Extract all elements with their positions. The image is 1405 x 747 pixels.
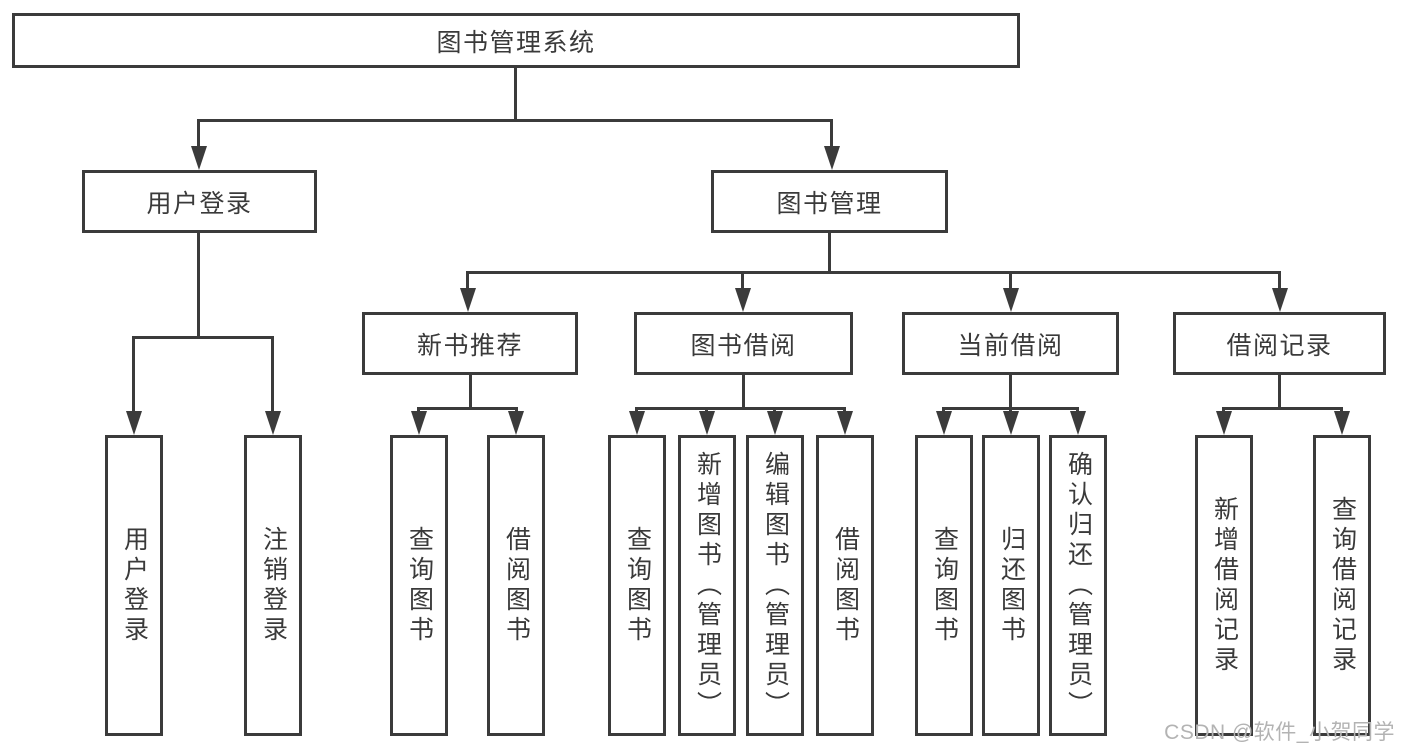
arrowhead-down-icon: [936, 411, 952, 435]
node-borrowing-records-label: 借阅记录: [1226, 331, 1333, 360]
connector-line: [1222, 407, 1343, 410]
connector-line: [417, 407, 518, 410]
connector-line: [469, 374, 472, 407]
leaf-logout-label: 注销登录: [259, 525, 288, 646]
connector-line: [741, 271, 744, 291]
node-book-management-label: 图书管理: [776, 189, 883, 218]
connector-line: [742, 374, 745, 407]
node-user-login-label: 用户登录: [146, 189, 253, 218]
node-book-borrowing-label: 图书借阅: [690, 331, 797, 360]
node-current-borrowing-label: 当前借阅: [957, 331, 1064, 360]
arrowhead-down-icon: [699, 411, 715, 435]
arrowhead-down-icon: [508, 411, 524, 435]
leaf-br-query-record-label: 查询借阅记录: [1328, 495, 1357, 676]
node-book-borrowing: 图书借阅: [634, 312, 853, 375]
arrowhead-down-icon: [1003, 411, 1019, 435]
connector-line: [197, 119, 200, 150]
connector-line: [830, 119, 833, 150]
connector-line: [271, 336, 274, 415]
connector-line: [132, 336, 135, 415]
node-book-management: 图书管理: [711, 170, 948, 233]
leaf-nb-query-books: 查询图书: [390, 435, 448, 736]
connector-line: [1009, 271, 1012, 291]
leaf-bb-borrow-books-label: 借阅图书: [831, 525, 860, 646]
connector-line: [1009, 374, 1012, 407]
connector-line: [1278, 374, 1281, 407]
leaf-bb-borrow-books: 借阅图书: [816, 435, 874, 736]
arrowhead-down-icon: [1216, 411, 1232, 435]
connector-line: [466, 271, 469, 291]
leaf-nb-borrow-books: 借阅图书: [487, 435, 545, 736]
node-root-label: 图书管理系统: [436, 28, 596, 57]
arrowhead-down-icon: [1003, 288, 1019, 312]
leaf-bb-query-books-label: 查询图书: [623, 525, 652, 646]
arrowhead-down-icon: [1272, 288, 1288, 312]
arrowhead-down-icon: [265, 411, 281, 435]
leaf-bb-query-books: 查询图书: [608, 435, 666, 736]
leaf-nb-query-books-label: 查询图书: [405, 525, 434, 646]
arrowhead-down-icon: [629, 411, 645, 435]
leaf-cb-return-books-label: 归还图书: [997, 525, 1026, 646]
leaf-logout: 注销登录: [244, 435, 302, 736]
leaf-cb-query-books-label: 查询图书: [930, 525, 959, 646]
csdn-watermark: CSDN @软件_小贺同学: [1164, 721, 1395, 744]
leaf-cb-return-books: 归还图书: [982, 435, 1040, 736]
arrowhead-down-icon: [191, 146, 207, 170]
connector-line: [466, 271, 1281, 274]
arrowhead-down-icon: [126, 411, 142, 435]
leaf-cb-query-books: 查询图书: [915, 435, 973, 736]
arrowhead-down-icon: [735, 288, 751, 312]
connector-line: [197, 119, 833, 122]
leaf-user-login: 用户登录: [105, 435, 163, 736]
node-new-book-recommend-label: 新书推荐: [416, 331, 523, 360]
connector-line: [514, 67, 517, 119]
node-borrowing-records: 借阅记录: [1173, 312, 1386, 375]
node-current-borrowing: 当前借阅: [902, 312, 1119, 375]
leaf-cb-confirm-return-admin-label: 确认归还（管理员）: [1064, 450, 1093, 721]
leaf-user-login-label: 用户登录: [120, 525, 149, 646]
leaf-cb-confirm-return-admin: 确认归还（管理员）: [1049, 435, 1107, 736]
leaf-bb-edit-books-admin-label: 编辑图书（管理员）: [761, 450, 790, 721]
node-user-login: 用户登录: [82, 170, 317, 233]
leaf-bb-edit-books-admin: 编辑图书（管理员）: [746, 435, 804, 736]
arrowhead-down-icon: [1070, 411, 1086, 435]
arrowhead-down-icon: [411, 411, 427, 435]
leaf-br-add-record-label: 新增借阅记录: [1210, 495, 1239, 676]
arrowhead-down-icon: [460, 288, 476, 312]
leaf-br-query-record: 查询借阅记录: [1313, 435, 1371, 736]
arrowhead-down-icon: [1334, 411, 1350, 435]
node-new-book-recommend: 新书推荐: [362, 312, 578, 375]
arrowhead-down-icon: [824, 146, 840, 170]
connector-line: [635, 407, 846, 410]
connector-line: [828, 232, 831, 271]
leaf-bb-add-books-admin-label: 新增图书（管理员）: [693, 450, 722, 721]
leaf-br-add-record: 新增借阅记录: [1195, 435, 1253, 736]
connector-line: [132, 336, 274, 339]
connector-line: [197, 232, 200, 336]
connector-line: [1278, 271, 1281, 291]
arrowhead-down-icon: [767, 411, 783, 435]
leaf-nb-borrow-books-label: 借阅图书: [502, 525, 531, 646]
node-root: 图书管理系统: [12, 13, 1020, 68]
leaf-bb-add-books-admin: 新增图书（管理员）: [678, 435, 736, 736]
arrowhead-down-icon: [837, 411, 853, 435]
